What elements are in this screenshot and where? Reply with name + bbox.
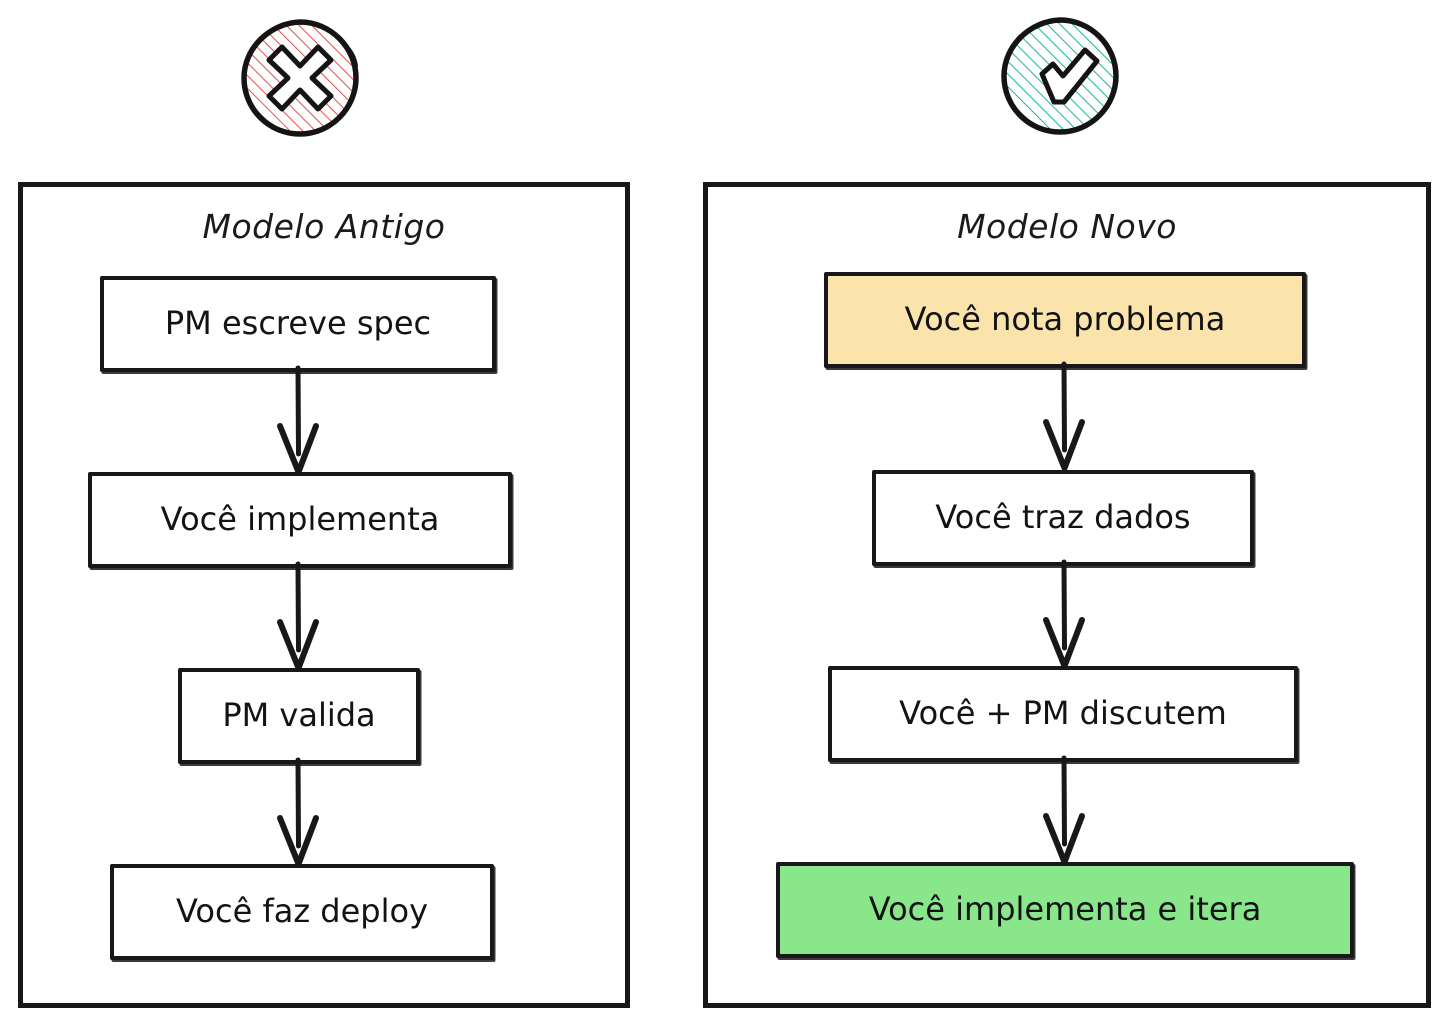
cross-circle-icon: [238, 16, 362, 140]
node-label: Você implementa: [160, 499, 440, 538]
node-label: PM valida: [222, 695, 376, 734]
node-voce-pm-discutem[interactable]: Você + PM discutem: [828, 666, 1298, 762]
arrow-down-icon: [1034, 755, 1094, 866]
node-label: Você faz deploy: [176, 891, 428, 930]
node-voce-traz-dados[interactable]: Você traz dados: [872, 470, 1254, 566]
node-label: Você + PM discutem: [899, 693, 1227, 732]
node-pm-valida[interactable]: PM valida: [178, 668, 420, 764]
arrow-down-icon: [1034, 361, 1094, 472]
check-circle-icon: [998, 14, 1122, 138]
node-voce-implementa[interactable]: Você implementa: [88, 472, 512, 568]
node-pm-escreve-spec[interactable]: PM escreve spec: [100, 276, 496, 372]
panel-title-new: Modelo Novo: [957, 207, 1177, 246]
arrow-down-icon: [268, 561, 328, 672]
panel-title-old: Modelo Antigo: [202, 207, 446, 246]
node-voce-faz-deploy[interactable]: Você faz deploy: [110, 864, 494, 960]
arrow-down-icon: [268, 757, 328, 868]
node-voce-nota-problema[interactable]: Você nota problema: [824, 272, 1306, 368]
node-label: Você nota problema: [904, 299, 1226, 338]
arrow-down-icon: [1034, 559, 1094, 670]
node-voce-implementa-e-itera[interactable]: Você implementa e itera: [776, 862, 1354, 958]
node-label: Você traz dados: [935, 497, 1191, 536]
arrow-down-icon: [268, 365, 328, 476]
node-label: Você implementa e itera: [868, 889, 1262, 928]
node-label: PM escreve spec: [164, 303, 432, 342]
